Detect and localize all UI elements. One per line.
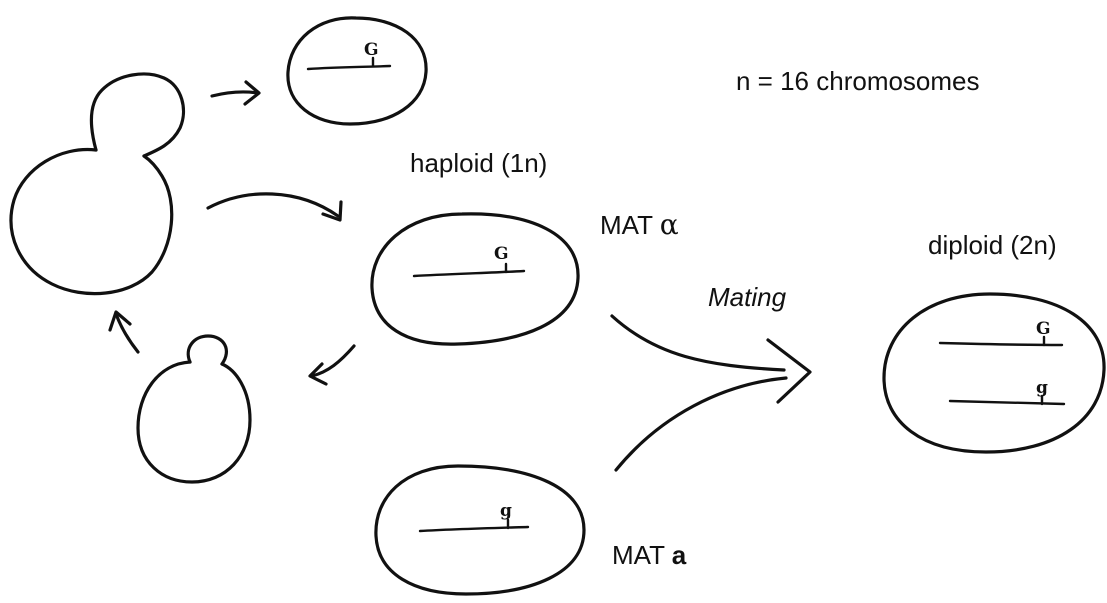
bud-outline — [89, 72, 186, 158]
diploid-allele-lower: g — [1036, 378, 1048, 398]
mat-alpha-prefix: MAT — [600, 210, 653, 240]
small-bud-outline — [186, 334, 228, 366]
a-cell-chromosome — [418, 525, 530, 533]
chromosome-count-label: n = 16 chromosomes — [736, 66, 980, 96]
mat-alpha-label: MAT α — [600, 208, 679, 241]
diploid-cell: G g — [882, 292, 1106, 454]
top-cell-outline — [286, 16, 428, 126]
budding-mother-cell — [9, 72, 186, 296]
mating-curve-upper — [610, 314, 786, 372]
small-cell-outline — [136, 360, 252, 484]
mating-arrow — [610, 314, 812, 472]
alpha-cell-outline — [370, 212, 580, 346]
top-haploid-cell: G — [286, 16, 428, 126]
diploid-allele-upper: G — [1036, 319, 1051, 339]
diploid-cell-outline — [882, 292, 1106, 454]
mat-alpha-symbol: α — [659, 208, 679, 241]
top-cell-chromosome — [306, 64, 392, 71]
alpha-haploid-cell: G — [370, 212, 580, 346]
arrow-to-budding-cell — [108, 310, 140, 354]
top-cell-allele: G — [364, 40, 379, 60]
mating-curve-lower — [614, 376, 788, 472]
mat-a-label: MAT a — [612, 540, 686, 571]
arrow-to-top-cell — [210, 80, 261, 106]
mating-arrowhead — [766, 338, 812, 404]
mat-a-prefix: MAT — [612, 540, 665, 570]
arrow-to-small-cell — [308, 344, 356, 386]
alpha-cell-allele: G — [494, 244, 509, 264]
a-cell-allele: g — [500, 501, 512, 521]
alpha-cell-chromosome — [412, 269, 526, 278]
haploid-label: haploid (1n) — [410, 148, 548, 178]
small-budding-cell — [136, 334, 252, 484]
arrow-to-alpha-cell — [206, 192, 343, 222]
a-haploid-cell: g — [374, 464, 586, 596]
diploid-chromosome-lower — [948, 399, 1066, 406]
diploid-label: diploid (2n) — [928, 230, 1057, 260]
mother-cell-outline — [9, 147, 174, 296]
mating-label: Mating — [708, 282, 787, 312]
mat-a-symbol: a — [671, 540, 687, 570]
a-cell-outline — [374, 464, 586, 596]
diploid-chromosome-upper — [938, 341, 1064, 347]
